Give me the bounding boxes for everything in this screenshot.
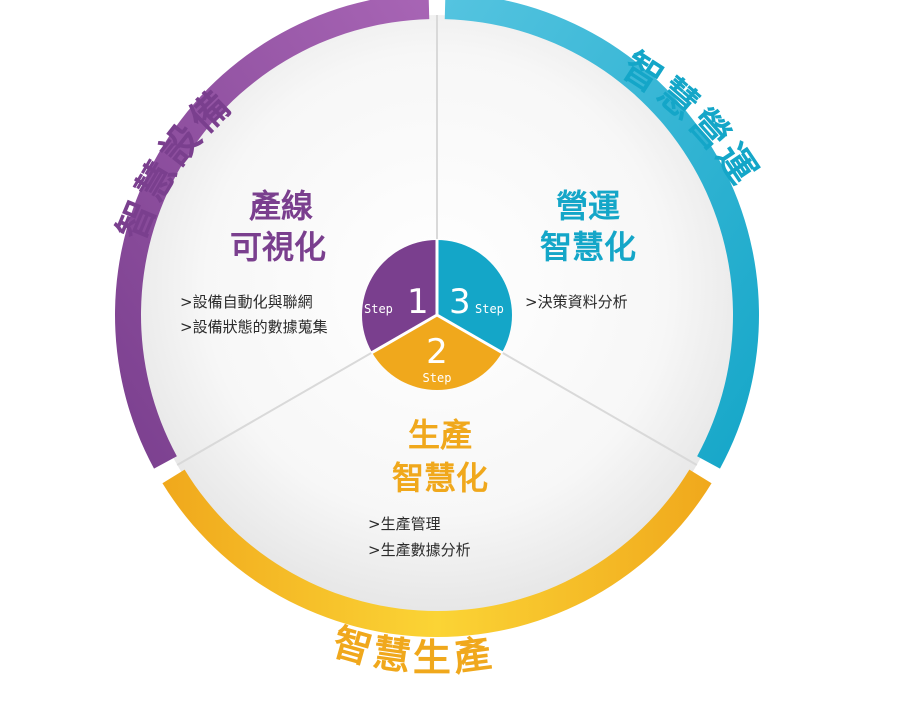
hub-divider-lower-right: [370, 313, 438, 355]
step-2-word: Step: [423, 371, 452, 385]
step-1-word: Step: [364, 302, 393, 316]
step-hub: Step 1 3 Step 2 Step: [362, 239, 513, 390]
step-3-word: Step: [475, 302, 504, 316]
step-2-number: 2: [426, 332, 448, 372]
hub-divider-lower-left: [436, 313, 504, 355]
divider-lower-right: [176, 344, 386, 466]
bullet-bottom-1: >生產管理: [368, 515, 441, 533]
segment-title-left-line1: 產線: [249, 187, 313, 225]
segment-title-bottom-line1: 生產: [408, 416, 472, 454]
segment-title-right-line2: 智慧化: [540, 228, 636, 266]
segment-title-right-line1: 營運: [556, 187, 620, 225]
divider-lower-left: [488, 344, 698, 466]
bullet-left-2: >設備狀態的數據蒐集: [180, 318, 328, 336]
segment-title-bottom-line2: 智慧化: [392, 459, 488, 497]
rim-arc-smart-production: [162, 469, 712, 637]
segment-title-left-line2: 可視化: [230, 228, 326, 266]
step-3-number: 3: [449, 282, 471, 322]
rim-arc-smart-operation: [444, 0, 759, 469]
bullet-right-1: >決策資料分析: [525, 293, 628, 311]
step-1-number: 1: [407, 282, 429, 322]
rim-arc-smart-equipment: [115, 0, 430, 469]
bullet-bottom-2: >生產數據分析: [368, 541, 471, 559]
bullet-left-1: >設備自動化與聯網: [180, 293, 313, 311]
